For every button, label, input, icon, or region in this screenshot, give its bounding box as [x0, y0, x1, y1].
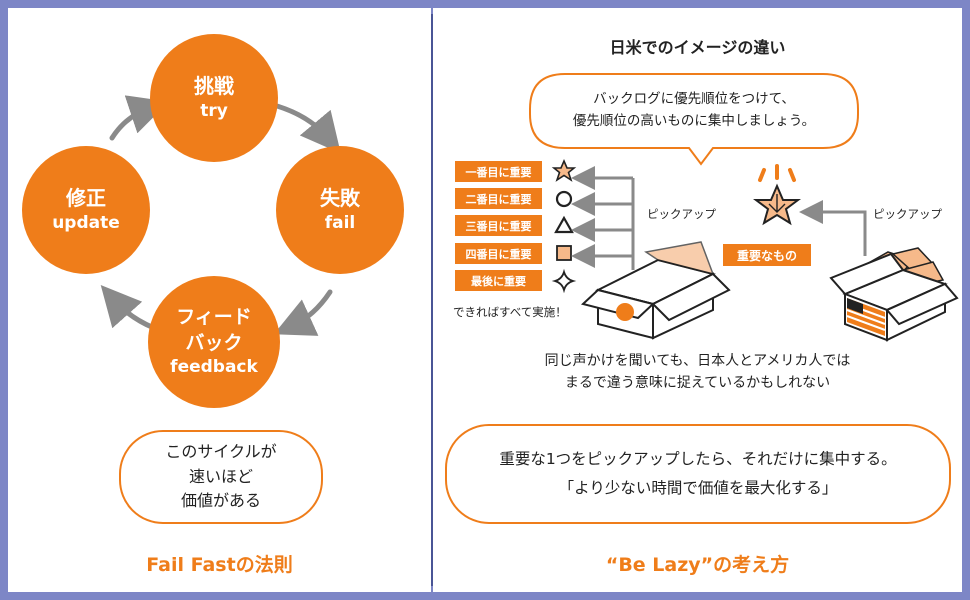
priority-label-5: 最後に重要 [455, 270, 542, 291]
cycle-note: このサイクルが 速いほど 価値がある [119, 430, 323, 524]
cycle-note-line-2: 速いほど [188, 466, 253, 486]
speech-bubble-text: バックログに優先順位をつけて、 優先順位の高いものに集中しましょう。 [530, 88, 858, 133]
be-lazy-title: “Be Lazy”の考え方 [605, 554, 790, 576]
japan-box-icon [580, 241, 731, 340]
pickup-arrow-right [799, 200, 867, 256]
pickup-label-left: ピックアップ [647, 207, 716, 221]
comparison-heading: 日米でのイメージの違い [609, 38, 786, 57]
feedback-ja-2: バック [185, 331, 243, 354]
feedback-en: feedback [170, 357, 258, 378]
update-ja: 修正 [66, 186, 106, 211]
arrow-try-to-fail [267, 101, 341, 154]
do-all-label: できればすべて実施！ [453, 305, 567, 319]
speech-line-1: バックログに優先順位をつけて、 [593, 91, 795, 107]
priority-label-2: 二番目に重要 [455, 188, 542, 209]
arrow-fail-to-feedback [273, 289, 333, 336]
graphics-layer [529, 73, 959, 342]
circle-icon [555, 190, 573, 208]
triangle-icon [554, 215, 574, 234]
square-icon [556, 245, 572, 261]
cycle-note-line-3: 価値がある [180, 491, 261, 511]
star-icon [551, 158, 577, 182]
priority-label-4: 四番目に重要 [455, 243, 542, 264]
cycle-node-feedback: フィード バック feedback [148, 276, 280, 408]
update-en: update [52, 213, 120, 234]
feedback-ja-1: フィード [176, 305, 252, 328]
us-box-icon [829, 247, 959, 342]
diamond-star-icon [551, 268, 577, 294]
try-en: try [200, 101, 228, 122]
conclusion-line-1: 重要な1つをピックアップしたら、それだけに集中する。 [499, 449, 897, 468]
comparison-line-1: 同じ声かけを聞いても、日本人とアメリカ人では [544, 353, 851, 369]
priority-label-3: 三番目に重要 [455, 215, 542, 236]
important-label: 重要なもの [723, 244, 811, 266]
fail-ja: 失敗 [320, 186, 360, 211]
arrow-update-to-try [109, 95, 169, 141]
cycle-node-update: 修正 update [22, 146, 150, 274]
comparison-text: 同じ声かけを聞いても、日本人とアメリカ人では まるで違う意味に捉えているかもしれ… [433, 350, 962, 395]
priority-label-1: 一番目に重要 [455, 161, 542, 182]
arrow-feedback-to-update [100, 285, 157, 331]
speech-bubble [529, 73, 859, 166]
try-ja: 挑戦 [194, 74, 234, 99]
panel-divider [431, 14, 433, 586]
conclusion-box: 重要な1つをピックアップしたら、それだけに集中する。 「より少ない時間で価値を最… [445, 424, 951, 524]
fail-en: fail [324, 213, 356, 234]
cycle-node-try: 挑戦 try [150, 34, 278, 162]
pickup-label-right: ピックアップ [873, 207, 942, 221]
speech-line-2: 優先順位の高いものに集中しましょう。 [572, 113, 816, 130]
be-lazy-panel: 日米でのイメージの違い [433, 8, 962, 592]
important-star-icon [753, 164, 801, 226]
cycle-node-fail: 失敗 fail [276, 146, 404, 274]
fail-fast-panel: 挑戦 try 失敗 fail フィード バック feedback 修正 upda… [8, 8, 431, 592]
fail-fast-title: Fail Fastの法則 [146, 554, 293, 576]
cycle-note-line-1: このサイクルが [165, 441, 277, 461]
conclusion-line-2: 「より少ない時間で価値を最大化する」 [558, 479, 838, 497]
comparison-line-2: まるで違う意味に捉えているかもしれない [564, 375, 831, 392]
